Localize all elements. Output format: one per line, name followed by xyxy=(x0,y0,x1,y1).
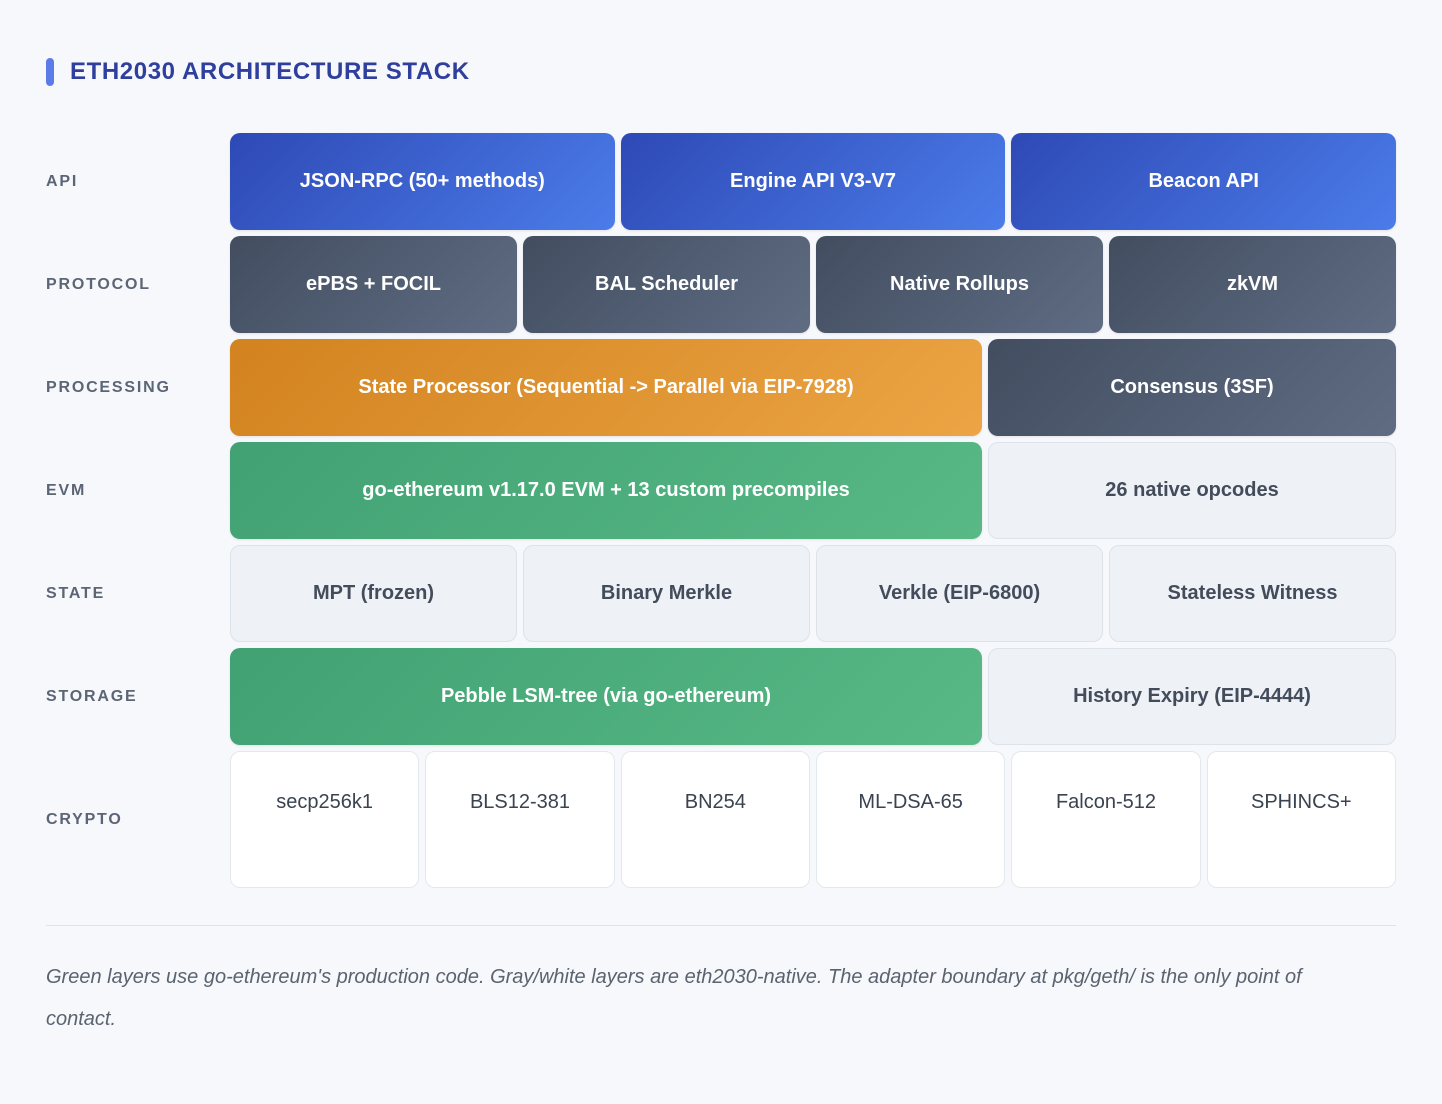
evm-box-native-opcodes: 26 native opcodes xyxy=(988,442,1396,539)
row-label-crypto: CRYPTO xyxy=(46,810,123,828)
protocol-box-epbs-focil: ePBS + FOCIL xyxy=(230,236,517,333)
processing-boxes: State Processor (Sequential -> Parallel … xyxy=(230,339,1396,436)
stack-row-state: STATE MPT (frozen) Binary Merkle Verkle … xyxy=(46,545,1396,642)
row-label-api: API xyxy=(46,172,79,190)
state-boxes: MPT (frozen) Binary Merkle Verkle (EIP-6… xyxy=(230,545,1396,642)
state-box-verkle: Verkle (EIP-6800) xyxy=(816,545,1103,642)
stack-row-evm: EVM go-ethereum v1.17.0 EVM + 13 custom … xyxy=(46,442,1396,539)
row-label-evm: EVM xyxy=(46,481,87,499)
protocol-box-native-rollups: Native Rollups xyxy=(816,236,1103,333)
storage-boxes: Pebble LSM-tree (via go-ethereum) Histor… xyxy=(230,648,1396,745)
title-accent-bar xyxy=(46,58,54,86)
crypto-box-sphincs: SPHINCS+ xyxy=(1206,751,1396,888)
row-label-state: STATE xyxy=(46,584,106,602)
state-box-binary-merkle: Binary Merkle xyxy=(523,545,810,642)
stack-row-api: API JSON-RPC (50+ methods) Engine API V3… xyxy=(46,133,1397,230)
crypto-box-bls12-381: BLS12-381 xyxy=(425,751,615,888)
storage-box-pebble-lsm: Pebble LSM-tree (via go-ethereum) xyxy=(230,648,982,745)
api-box-json-rpc: JSON-RPC (50+ methods) xyxy=(230,133,615,230)
stack-row-processing: PROCESSING State Processor (Sequential -… xyxy=(46,339,1396,436)
stack-row-storage: STORAGE Pebble LSM-tree (via go-ethereum… xyxy=(46,648,1396,745)
row-label-storage: STORAGE xyxy=(46,687,138,705)
architecture-stack: API JSON-RPC (50+ methods) Engine API V3… xyxy=(46,133,1397,888)
processing-box-state-processor: State Processor (Sequential -> Parallel … xyxy=(230,339,982,436)
api-box-beacon-api: Beacon API xyxy=(1011,133,1397,230)
row-label-protocol: PROTOCOL xyxy=(46,275,151,293)
storage-box-history-expiry: History Expiry (EIP-4444) xyxy=(988,648,1396,745)
crypto-box-ml-dsa-65: ML-DSA-65 xyxy=(815,751,1006,888)
footer-note: Green layers use go-ethereum's productio… xyxy=(46,966,1302,1030)
state-box-mpt: MPT (frozen) xyxy=(230,545,517,642)
evm-box-go-ethereum-evm: go-ethereum v1.17.0 EVM + 13 custom prec… xyxy=(230,442,982,539)
api-box-engine-api: Engine API V3-V7 xyxy=(620,133,1006,230)
row-label-processing: PROCESSING xyxy=(46,378,171,396)
architecture-diagram: ETH2030 ARCHITECTURE STACK API JSON-RPC … xyxy=(46,58,1397,1030)
protocol-boxes: ePBS + FOCIL BAL Scheduler Native Rollup… xyxy=(230,236,1396,333)
page-title: ETH2030 ARCHITECTURE STACK xyxy=(70,58,470,85)
protocol-box-zkvm: zkVM xyxy=(1109,236,1396,333)
diagram-header: ETH2030 ARCHITECTURE STACK xyxy=(46,58,1396,86)
crypto-box-bn254: BN254 xyxy=(620,751,810,888)
stack-row-crypto: CRYPTO secp256k1 BLS12-381 BN254 ML-DSA-… xyxy=(46,751,1396,888)
api-boxes: JSON-RPC (50+ methods) Engine API V3-V7 … xyxy=(230,133,1397,230)
processing-box-consensus: Consensus (3SF) xyxy=(988,339,1396,436)
stack-row-protocol: PROTOCOL ePBS + FOCIL BAL Scheduler Nati… xyxy=(46,236,1396,333)
footer-divider xyxy=(46,925,1396,926)
protocol-box-bal-scheduler: BAL Scheduler xyxy=(523,236,810,333)
state-box-stateless-witness: Stateless Witness xyxy=(1109,545,1396,642)
crypto-box-falcon-512: Falcon-512 xyxy=(1011,751,1201,888)
evm-boxes: go-ethereum v1.17.0 EVM + 13 custom prec… xyxy=(230,442,1396,539)
crypto-boxes: secp256k1 BLS12-381 BN254 ML-DSA-65 Falc… xyxy=(230,751,1396,888)
crypto-box-secp256k1: secp256k1 xyxy=(230,751,420,888)
